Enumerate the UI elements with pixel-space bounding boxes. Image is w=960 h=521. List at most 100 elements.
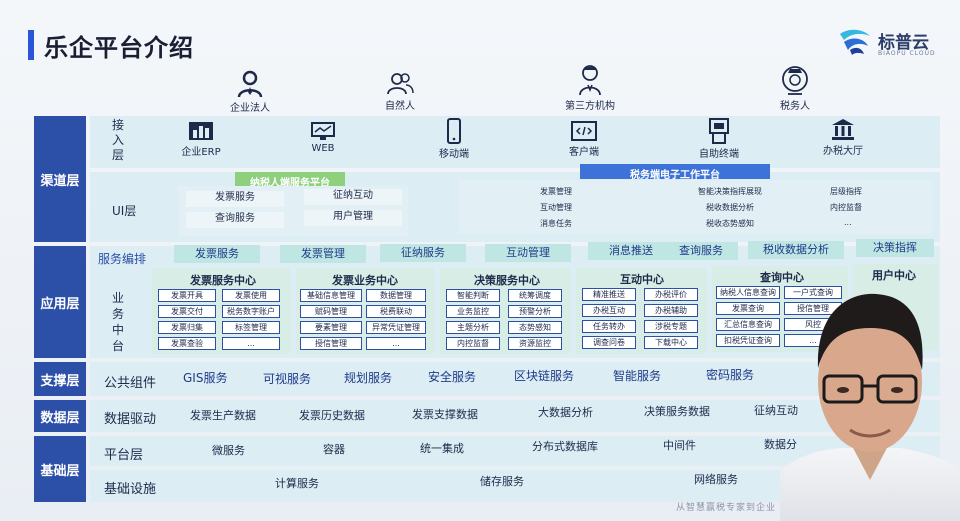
access-hall: 办税大厅 — [798, 117, 888, 157]
center-item: 资源监控 — [508, 337, 562, 350]
service-orchestration-label: 服务编排 — [98, 252, 147, 266]
support-item: 密码服务 — [706, 368, 755, 382]
center-item: 一户式查询 — [784, 286, 842, 299]
page-title: 乐企平台介绍 — [44, 34, 194, 62]
center-item: 任务转办 — [582, 320, 636, 333]
center-item: 发票交付 — [158, 305, 216, 318]
center-item: 内控监督 — [446, 337, 500, 350]
orchestration-item: 决策指挥 — [856, 239, 934, 257]
center-item: 数据管理 — [366, 289, 426, 302]
center-item: 调查问卷 — [582, 336, 636, 349]
title-accent-bar — [28, 30, 34, 60]
people-icon — [387, 73, 414, 95]
layer-label-support: 支撑层 — [34, 362, 86, 396]
platform-item: 数据分 — [764, 438, 797, 451]
ui-cell: 发票服务 — [186, 191, 284, 207]
center-item: 异常凭证管理 — [366, 321, 426, 334]
center-item: 主题分析 — [446, 321, 500, 334]
center-item: 业务监控 — [446, 305, 500, 318]
data-item: 发票历史数据 — [299, 409, 365, 422]
tax-officer-icon — [782, 66, 808, 95]
center-item: 态势感知 — [508, 321, 562, 334]
infra-item: 储存服务 — [480, 475, 524, 488]
orchestration-item: 互动管理 — [485, 244, 571, 262]
center-item: 发票归集 — [158, 321, 216, 334]
support-item: 规划服务 — [344, 371, 393, 385]
actor-label: 第三方机构 — [565, 101, 615, 112]
center-title: 发票业务中心 — [332, 274, 398, 287]
center-item: 发票查询 — [716, 302, 780, 315]
access-web: WEB — [278, 120, 368, 154]
support-item: 智能服务 — [613, 369, 662, 383]
center-item: 赋码管理 — [300, 305, 362, 318]
center-item: 要素管理 — [300, 321, 362, 334]
center-item: 标签管理 — [222, 321, 280, 334]
center-item: 税费联动 — [366, 305, 426, 318]
platform-item: 微服务 — [212, 444, 245, 457]
access-layer-label: 接入层 — [111, 118, 124, 162]
platform-item: 分布式数据库 — [532, 440, 598, 453]
center-item: ... — [222, 337, 280, 350]
center-item: 汇总信息查询 — [716, 318, 780, 331]
tax-item: 内控监督 — [830, 203, 862, 212]
orchestration-item: 发票管理 — [280, 245, 366, 263]
orchestration-item: 征纳服务 — [380, 244, 466, 262]
logo-icon — [840, 29, 870, 55]
tax-item: 互动管理 — [540, 203, 572, 212]
center-title: 查询中心 — [760, 271, 804, 284]
mobile-icon — [447, 118, 461, 144]
layer-label-base: 基础层 — [34, 436, 86, 502]
center-item: 涉税专题 — [644, 320, 698, 333]
kiosk-icon — [709, 118, 729, 144]
tax-item: 税收数据分析 — [706, 203, 754, 212]
tax-item: 层级指挥 — [830, 187, 862, 196]
actor-individual: 自然人 — [360, 72, 440, 112]
center-item: 扣税凭证查询 — [716, 334, 780, 347]
presenter-image — [780, 293, 960, 521]
data-item: 发票生产数据 — [190, 409, 256, 422]
access-label: 办税大厅 — [823, 146, 863, 157]
agent-icon — [579, 65, 601, 96]
access-kiosk: 自助终端 — [674, 118, 764, 160]
actor-third-party: 第三方机构 — [550, 64, 630, 112]
ui-cell: 用户管理 — [304, 210, 402, 226]
access-client: 客户端 — [539, 120, 629, 158]
tax-item: 发票管理 — [540, 187, 572, 196]
access-label: 企业ERP — [181, 147, 221, 158]
orchestration-item: 消息推送 — [588, 242, 674, 260]
tax-item: 智能决策指挥展现 — [698, 187, 762, 196]
data-item: 发票支撑数据 — [412, 408, 478, 421]
support-layer: 支撑层 — [34, 362, 940, 396]
support-item: 区块链服务 — [514, 369, 575, 383]
orchestration-item: 发票服务 — [174, 245, 260, 263]
logo-name: 标普云 — [878, 33, 929, 53]
center-item: 纳税人信息查询 — [716, 286, 780, 299]
access-mobile: 移动端 — [409, 118, 499, 160]
erp-icon — [189, 122, 213, 140]
tax-platform-title: 税务端电子工作平台 — [580, 164, 770, 181]
access-layer-panel — [90, 116, 940, 168]
layer-label-channel: 渠道层 — [34, 116, 86, 242]
access-label: 自助终端 — [699, 149, 739, 160]
actor-label: 自然人 — [385, 101, 415, 112]
logo: 标普云 BIAOPU CLOUD — [838, 24, 948, 64]
business-center-label: 业务中台 — [111, 291, 124, 353]
platform-item: 中间件 — [663, 439, 696, 452]
platform-label: 平台层 — [104, 448, 144, 463]
layer-label-data: 数据层 — [34, 400, 86, 432]
center-item: 基础信息管理 — [300, 289, 362, 302]
tax-platform-box — [458, 180, 932, 234]
support-item: 安全服务 — [428, 370, 477, 384]
data-item: 大数据分析 — [538, 406, 593, 419]
center-item: 授信管理 — [300, 337, 362, 350]
center-item: 预警分析 — [508, 305, 562, 318]
ui-cell: 查询服务 — [186, 212, 284, 228]
data-panel — [90, 400, 940, 432]
data-item: 征纳互动 — [754, 404, 798, 417]
tax-item: 消息任务 — [540, 219, 572, 228]
access-label: 客户端 — [569, 147, 599, 158]
center-item: 办税评价 — [644, 288, 698, 301]
access-erp: 企业ERP — [156, 120, 246, 158]
infra-label: 基础设施 — [104, 482, 157, 497]
